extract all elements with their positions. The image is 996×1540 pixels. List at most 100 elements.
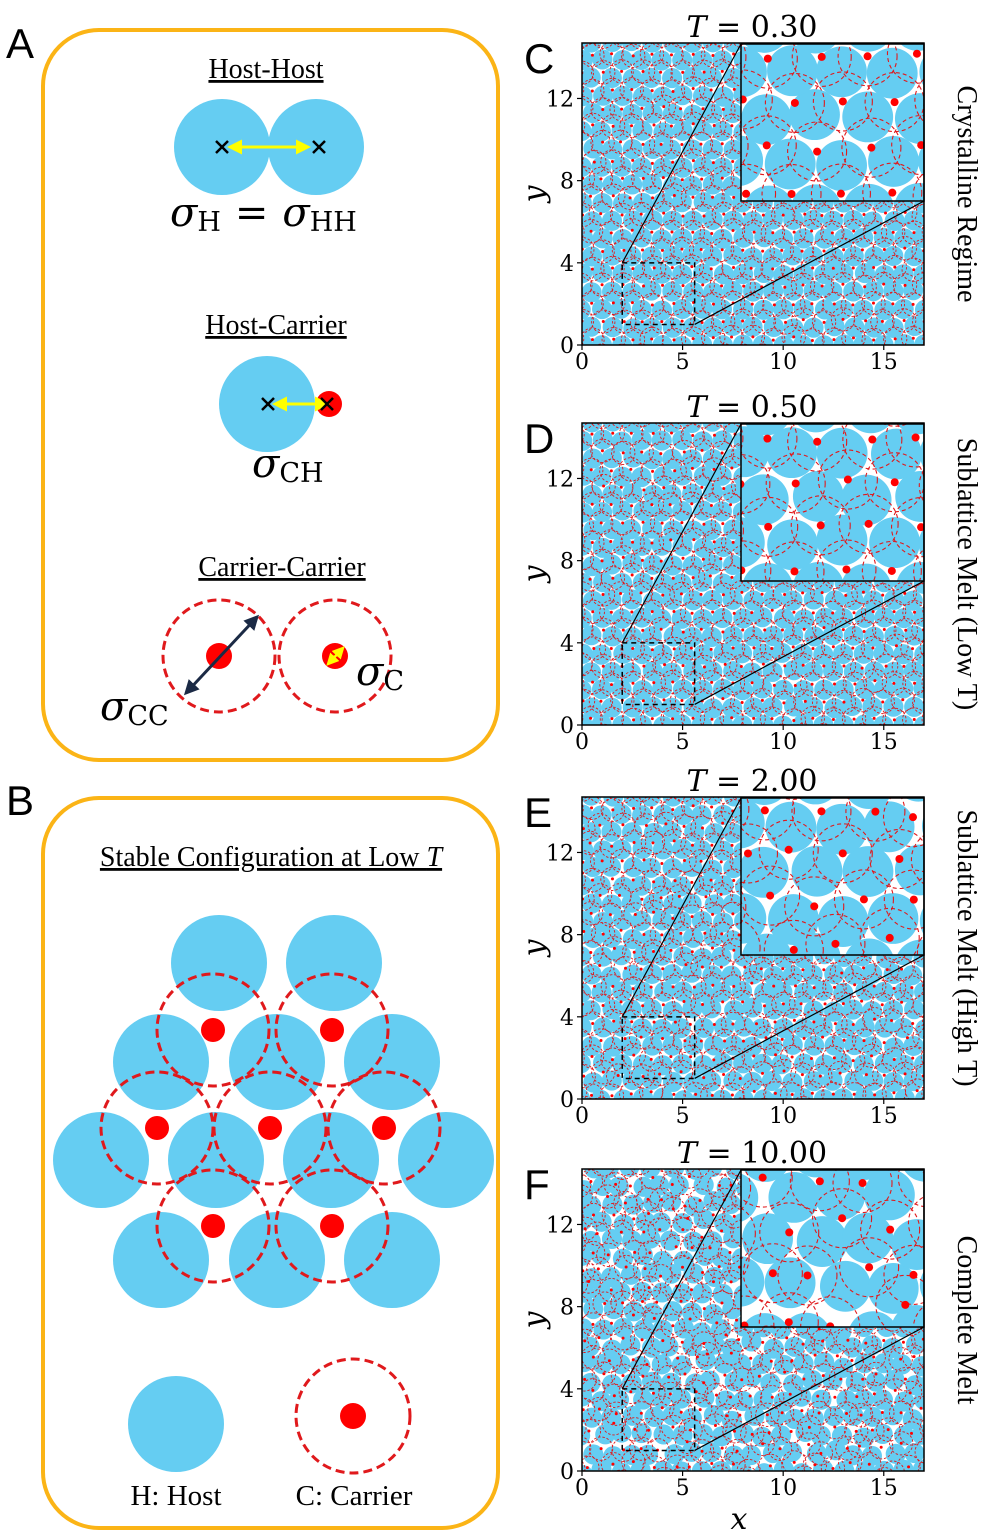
host-disc: [562, 448, 582, 468]
host-disc: [854, 1017, 875, 1038]
carrier-dot: [649, 1090, 653, 1094]
carrier-dot: [620, 69, 624, 73]
host-disc: [873, 14, 893, 34]
carrier-ring: [582, 308, 595, 334]
carrier-ring: [861, 599, 886, 624]
carrier-dot: [700, 826, 704, 830]
host-disc: [711, 465, 732, 486]
carrier-ring: [923, 915, 924, 918]
carrier-ring: [767, 1436, 793, 1461]
carrier-dot: [723, 354, 726, 357]
carrier-dot: [864, 35, 867, 38]
carrier-dot: [768, 1464, 772, 1468]
carrier-dot: [611, 576, 615, 580]
carrier-dot: [590, 806, 594, 810]
carrier-ring: [839, 1137, 862, 1160]
host-disc: [753, 714, 774, 725]
carrier-dot: [601, 140, 605, 144]
carrier-ring: [720, 1082, 745, 1099]
carrier-dot: [639, 967, 643, 971]
carrier-dot: [811, 716, 815, 720]
carrier-ring: [599, 1277, 624, 1303]
carrier-dot: [873, 1093, 877, 1097]
carrier-dot: [851, 646, 855, 650]
carrier-ring: [691, 1065, 716, 1090]
carrier-dot: [831, 773, 834, 776]
carrier-dot: [741, 95, 747, 104]
host-disc: [882, 1405, 903, 1426]
host-disc: [632, 644, 653, 665]
carrier-dot: [859, 895, 868, 904]
host-disc: [771, 642, 792, 663]
carrier-dot: [741, 248, 745, 252]
carrier-dot: [852, 1092, 856, 1096]
carrier-ring: [649, 922, 674, 948]
carrier-dot: [841, 282, 845, 286]
carrier-dot: [936, 6, 944, 14]
host-disc: [662, 1301, 683, 1322]
host-disc: [672, 298, 693, 319]
carrier-ring: [628, 956, 654, 982]
carrier-ring: [922, 344, 924, 345]
carrier-dot: [801, 283, 805, 287]
carrier-dot: [922, 1111, 925, 1114]
carrier-ring: [957, 1185, 980, 1208]
carrier-dot: [673, 469, 677, 473]
carrier-dot: [709, 267, 713, 271]
carrier-ring: [582, 223, 585, 239]
carrier-ring: [793, 689, 818, 714]
carrier-ring: [690, 688, 715, 713]
carrier-ring: [811, 957, 836, 982]
carrier-ring: [582, 797, 604, 820]
host-disc: [904, 246, 924, 267]
host-disc: [683, 520, 704, 541]
carrier-dot: [599, 1038, 603, 1042]
carrier-ring: [870, 1400, 895, 1425]
carrier-ring: [710, 511, 735, 536]
carrier-dot: [940, 787, 943, 790]
host-disc: [662, 1071, 684, 1093]
host-disc: [551, 770, 571, 790]
carrier-ring: [665, 1346, 690, 1371]
host-disc: [702, 1107, 722, 1127]
host-disc: [702, 1303, 724, 1325]
carrier-ring: [753, 1025, 779, 1050]
carrier-dot: [951, 396, 954, 399]
host-disc: [693, 875, 714, 897]
carrier-dot: [788, 1392, 792, 1396]
carrier-dot: [860, 1109, 863, 1112]
host-disc: [582, 982, 592, 1003]
carrier-dot: [732, 984, 736, 988]
carrier-ring: [923, 947, 924, 954]
carrier-ring: [635, 343, 648, 345]
carrier-ring: [857, 1452, 882, 1471]
carrier-dot: [894, 644, 898, 648]
carrier-dot: [611, 984, 615, 988]
host-disc: [893, 1017, 914, 1038]
carrier-dot: [722, 1073, 726, 1077]
temperature-value: = 2.00: [707, 764, 818, 799]
host-disc: [712, 430, 733, 451]
carrier-ring: [686, 1169, 710, 1178]
host-disc: [701, 1071, 722, 1092]
carrier-ring: [782, 219, 807, 245]
carrier-dot: [742, 189, 751, 198]
carrier-dot: [722, 212, 726, 216]
y-axis-label: y: [517, 564, 552, 584]
carrier-dot: [661, 967, 665, 971]
host-disc: [635, 1211, 656, 1232]
carrier-dot: [892, 19, 895, 22]
carrier-dot: [672, 302, 676, 306]
carrier-dot: [962, 36, 965, 39]
carrier-ring: [763, 919, 824, 955]
carrier-ring: [590, 848, 615, 873]
carrier-dot: [710, 805, 714, 809]
carrier-dot: [852, 611, 856, 615]
host-disc: [552, 983, 572, 1003]
host-disc: [552, 192, 572, 212]
host-disc: [883, 1072, 904, 1093]
carrier-ring: [592, 1291, 617, 1316]
carrier-ring: [810, 1328, 835, 1354]
host-disc: [691, 1461, 712, 1471]
host-disc: [671, 335, 692, 345]
